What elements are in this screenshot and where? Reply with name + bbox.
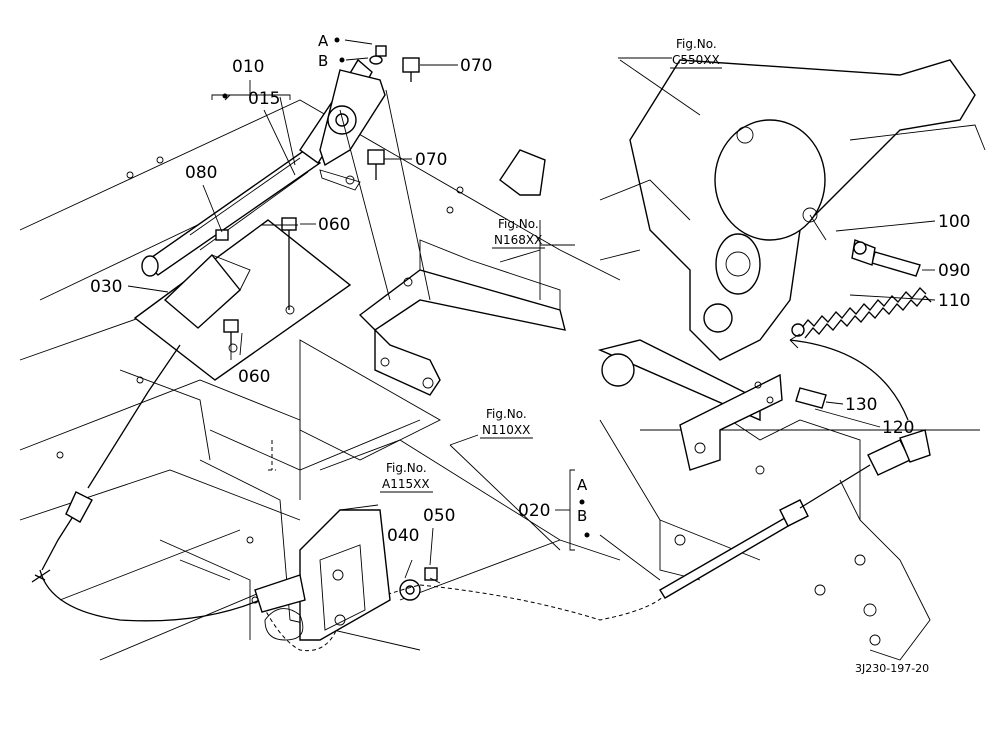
background-frame bbox=[19, 99, 621, 661]
figref-n168: Fig.No. N168XX bbox=[492, 217, 545, 249]
leader-lines bbox=[127, 39, 936, 581]
callout-110: 110 bbox=[938, 291, 970, 311]
svg-text:N168XX: N168XX bbox=[494, 233, 542, 247]
callout-020: 020 bbox=[518, 501, 550, 521]
bolt-060-lower bbox=[223, 319, 239, 345]
bolt-070-upper bbox=[402, 57, 420, 82]
label-A: A bbox=[318, 32, 329, 50]
callout-100: 100 bbox=[938, 212, 970, 232]
return-spring bbox=[791, 241, 932, 339]
svg-text:Fig.No.: Fig.No. bbox=[498, 217, 539, 231]
callout-040: 040 bbox=[387, 526, 419, 546]
pedal-mechanism bbox=[597, 59, 986, 661]
bolt-040-050 bbox=[399, 567, 438, 601]
svg-text:N110XX: N110XX bbox=[482, 423, 530, 437]
small-parts-A-B bbox=[369, 45, 387, 65]
bolt-130 bbox=[795, 387, 827, 409]
svg-text:A115XX: A115XX bbox=[382, 477, 430, 491]
bolt-080 bbox=[215, 229, 229, 241]
lever-bracket bbox=[358, 149, 566, 396]
callout-120: 120 bbox=[882, 418, 914, 438]
alignment-lines bbox=[230, 89, 827, 584]
callout-060-lower: 060 bbox=[238, 367, 270, 387]
figref-c550: Fig.No. C550XX bbox=[670, 37, 722, 69]
callout-090: 090 bbox=[938, 261, 970, 281]
figref-n110: Fig.No. N110XX bbox=[480, 407, 533, 439]
brake-lever bbox=[141, 58, 386, 277]
callout-050: 050 bbox=[423, 506, 455, 526]
callout-015: 015 bbox=[248, 89, 280, 109]
svg-text:Fig.No.: Fig.No. bbox=[676, 37, 717, 51]
bolt-070-lower bbox=[367, 149, 385, 180]
callout-080: 080 bbox=[185, 163, 217, 183]
label-B-cable: B bbox=[577, 507, 587, 525]
reference-dots bbox=[222, 37, 590, 538]
label-B: B bbox=[318, 52, 328, 70]
drawing-code: 3J230-197-20 bbox=[855, 662, 929, 675]
svg-text:Fig.No.: Fig.No. bbox=[486, 407, 527, 421]
callout-010: 010 bbox=[232, 57, 264, 77]
cable-bracket bbox=[679, 373, 783, 471]
label-A-cable: A bbox=[577, 476, 588, 494]
brake-cable bbox=[31, 333, 931, 652]
svg-text:C550XX: C550XX bbox=[672, 53, 720, 67]
callout-070-lower: 070 bbox=[415, 150, 447, 170]
callout-060-upper: 060 bbox=[318, 215, 350, 235]
callout-070-upper: 070 bbox=[460, 56, 492, 76]
figure-references: Fig.No. C550XX Fig.No. N168XX Fig.No. N1… bbox=[380, 37, 722, 493]
callout-130: 130 bbox=[845, 395, 877, 415]
callout-030: 030 bbox=[90, 277, 122, 297]
callout-labels: 010 015 080 030 060 060 A B 070 070 100 … bbox=[90, 32, 970, 546]
svg-text:Fig.No.: Fig.No. bbox=[386, 461, 427, 475]
cover-plate bbox=[133, 219, 441, 461]
lower-bracket bbox=[254, 509, 391, 641]
figref-a115: Fig.No. A115XX bbox=[380, 461, 433, 493]
